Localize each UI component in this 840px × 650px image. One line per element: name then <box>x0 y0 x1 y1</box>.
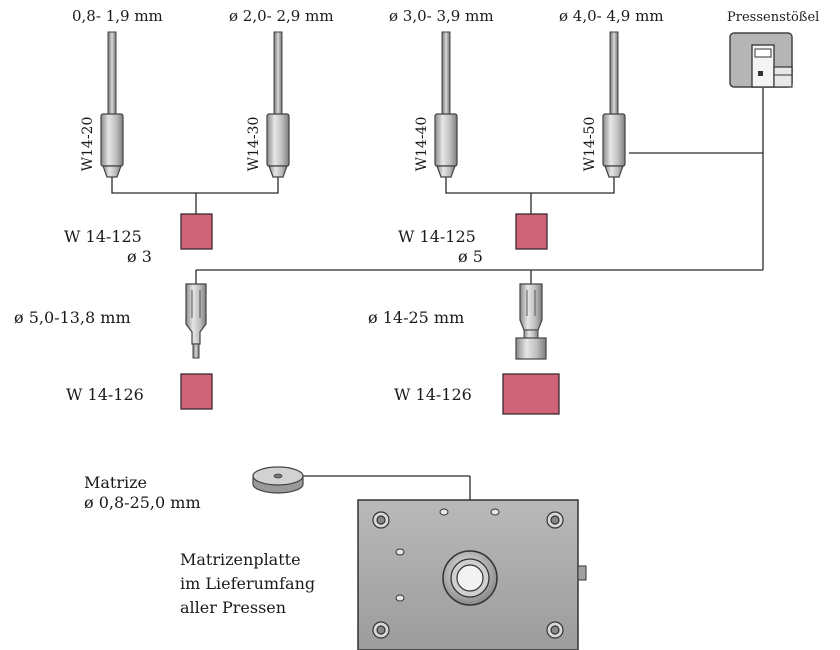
punch-small-code: W 14-126 <box>66 385 144 404</box>
press-ram-icon <box>729 32 793 88</box>
die-range-label: ø 0,8-25,0 mm <box>84 493 201 512</box>
die-plate-line-2: im Lieferumfang <box>180 574 315 593</box>
die-label: Matrize <box>84 473 147 492</box>
die-plate-line-3: aller Pressen <box>180 598 286 617</box>
die-plate <box>357 499 587 650</box>
tool-w14-20 <box>100 31 124 178</box>
punch-holder-small <box>185 283 207 359</box>
press-ram-label: Pressenstößel <box>727 10 819 25</box>
punch-large-range-label: ø 14-25 mm <box>368 308 464 327</box>
code-w14-40: W14-40 <box>414 117 430 172</box>
adapter-diameter-d5: ø 5 <box>458 247 483 266</box>
range-label-w14-50: ø 4,0- 4,9 mm <box>559 7 664 25</box>
punch-large-code: W 14-126 <box>394 385 472 404</box>
punch-large-block <box>502 373 560 415</box>
tool-w14-40 <box>434 31 458 178</box>
adapter-block-d5 <box>515 213 548 250</box>
punch-holder-large <box>515 283 547 360</box>
punch-small-range-label: ø 5,0-13,8 mm <box>14 308 131 327</box>
code-w14-50: W14-50 <box>582 117 598 172</box>
punch-small-block <box>180 373 213 410</box>
range-label-w14-40: ø 3,0- 3,9 mm <box>389 7 494 25</box>
code-w14-30: W14-30 <box>246 117 262 172</box>
die-disc <box>252 466 304 494</box>
range-label-w14-20: 0,8- 1,9 mm <box>72 7 163 25</box>
tool-w14-30 <box>266 31 290 178</box>
adapter-diameter-d3: ø 3 <box>127 247 152 266</box>
code-w14-20: W14-20 <box>80 117 96 172</box>
die-plate-line-1: Matrizenplatte <box>180 550 301 569</box>
tool-w14-50 <box>602 31 626 178</box>
range-label-w14-30: ø 2,0- 2,9 mm <box>229 7 334 25</box>
adapter-code-d5: W 14-125 <box>398 227 476 246</box>
adapter-block-d3 <box>180 213 213 250</box>
adapter-code-d3: W 14-125 <box>64 227 142 246</box>
